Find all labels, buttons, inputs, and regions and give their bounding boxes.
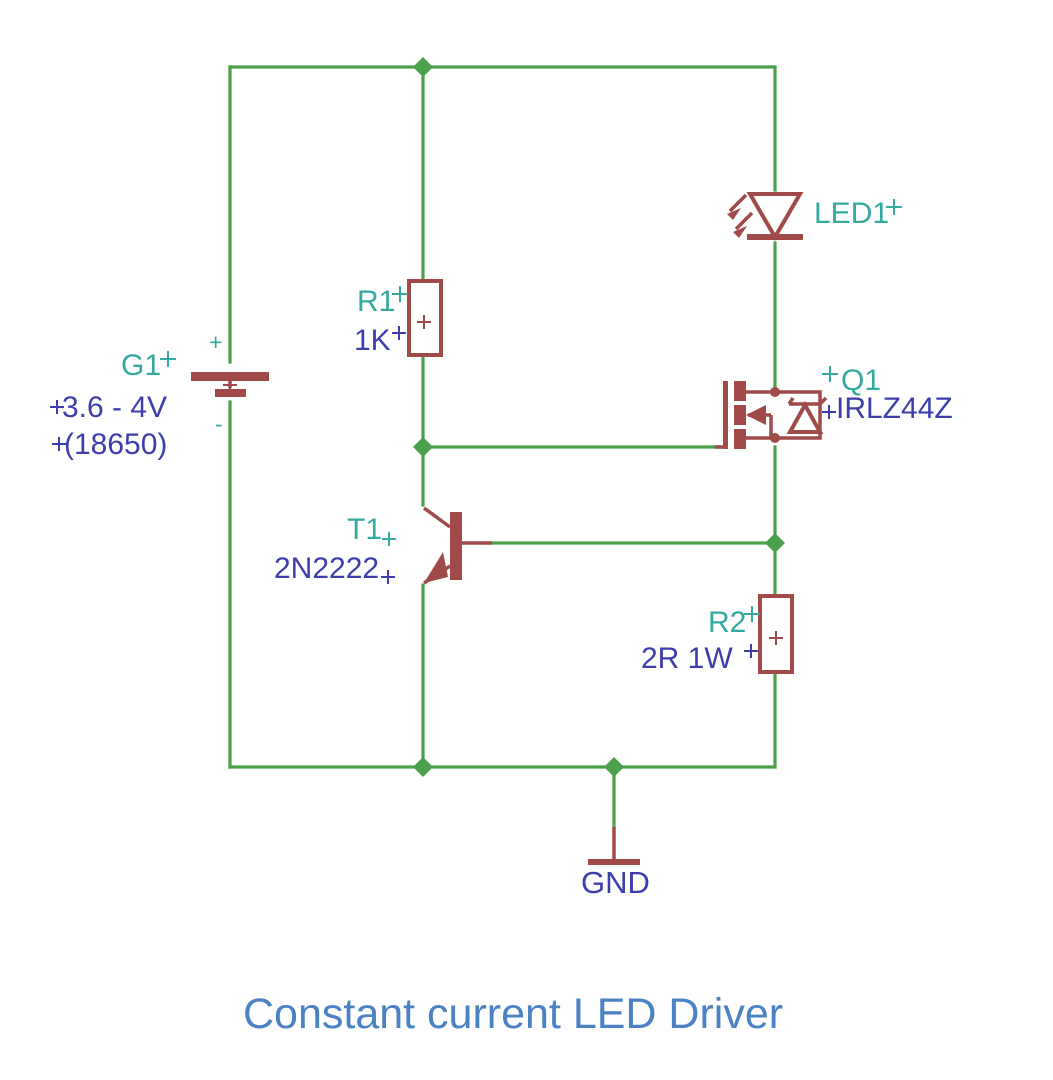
component-led-led1[interactable]: LED1 [727,192,902,241]
junction-bottom-gnd [604,757,624,777]
component-transistor-t1[interactable]: T1 2N2222 [274,506,492,585]
transistor-base-bar [450,512,462,580]
resistor-r2-value-label: 2R 1W [641,642,733,675]
schematic-title: Constant current LED Driver [243,990,783,1038]
mosfet-channel-body-seg [734,405,746,425]
battery-plus-marker: + [209,329,222,355]
transistor-collector-lead [422,506,452,529]
battery-positive-plate [191,372,269,381]
battery-negative-plate [215,389,246,397]
battery-val1-anchor-cross [50,400,64,414]
mosfet-value-label: IRLZ44Z [836,392,953,425]
component-resistor-r2[interactable]: R2 2R 1W [641,594,794,675]
battery-value-line1: 3.6 - 4V [62,391,167,424]
mosfet-reference-label: Q1 [841,364,881,397]
mosfet-body-diode-triangle [786,400,824,434]
mosfet-body-arrow-head [746,405,766,425]
battery-reference-label: G1 [121,349,161,382]
junction-top-middle [413,57,433,77]
mosfet-ref-anchor-cross [822,366,838,382]
junction-gate-node [413,437,433,457]
transistor-value-label: 2N2222 [274,552,379,585]
battery-minus-marker: - [215,411,223,437]
mosfet-gate-bar [723,381,728,449]
battery-ref-anchor-cross [160,351,176,367]
junction-bottom-middle [413,757,433,777]
resistor-r2-reference-label: R2 [708,606,746,639]
resistor-r2-val-anchor-cross [744,644,758,658]
mosfet-body-diode-wire [775,390,822,440]
component-battery-g1[interactable]: + - G1 3.6 - 4V (18650) [50,329,269,461]
mosfet-source-node-dot [770,433,780,443]
resistor-r2-anchor-cross [769,631,783,645]
mosfet-body-diode-bar [787,396,828,406]
component-mosfet-q1[interactable]: Q1 IRLZ44Z [715,364,953,449]
component-resistor-r1[interactable]: R1 1K [354,279,443,357]
battery-anchor-cross [223,378,237,392]
ground-label: GND [581,865,650,900]
mosfet-val-anchor-cross [822,405,836,419]
led-reference-label: LED1 [814,197,889,230]
resistor-r1-anchor-cross [417,315,431,329]
mosfet-channel-source-seg [734,429,746,449]
resistor-r2-body [758,594,794,674]
ground-bar [588,859,640,865]
led-triangle [746,192,804,241]
resistor-r1-value-label: 1K [354,324,391,357]
battery-val2-anchor-cross [52,437,66,451]
junction-source-node [765,533,785,553]
mosfet-drain-node-dot [770,387,780,397]
junction-dots [413,57,785,777]
transistor-reference-label: T1 [347,513,382,546]
wire-net [228,65,777,829]
mosfet-channel-drain-seg [734,381,746,401]
transistor-val-anchor-cross [381,570,395,584]
led-cathode-bar [747,234,803,240]
resistor-r1-body [407,279,443,357]
resistor-r2-ref-anchor-cross [744,606,760,622]
resistor-r1-reference-label: R1 [357,285,395,318]
transistor-ref-anchor-cross [382,532,396,546]
led-pin-plus-marker [886,199,902,215]
led-emission-arrows [727,193,754,238]
resistor-r1-val-anchor-cross [392,326,406,340]
transistor-emitter-arrow [424,552,448,583]
battery-value-line2: (18650) [64,428,167,461]
resistor-r1-ref-anchor-cross [392,286,408,302]
component-ground[interactable]: GND [581,827,650,900]
